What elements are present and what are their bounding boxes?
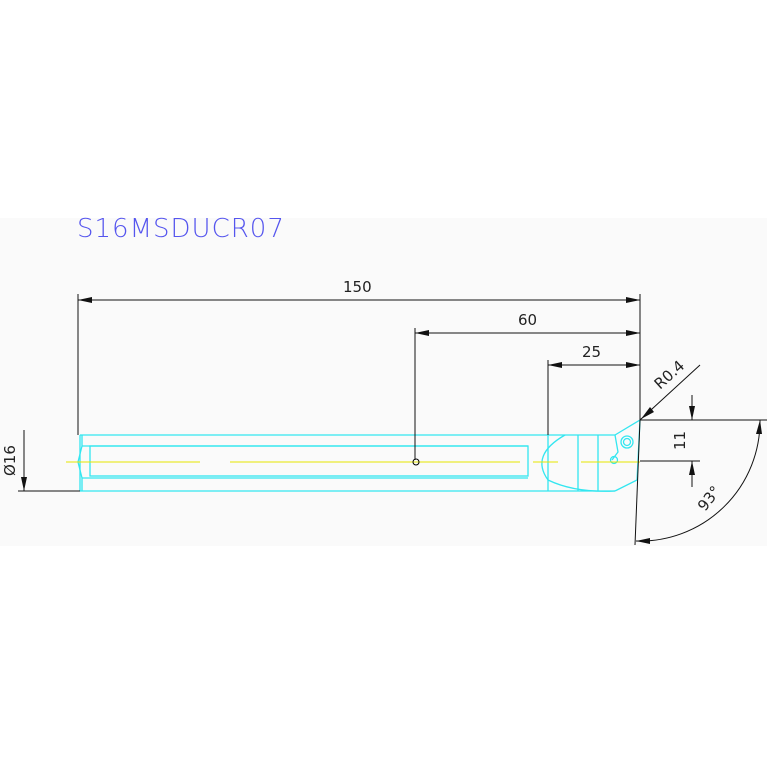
insert-screw-icon bbox=[620, 435, 634, 449]
dim-25: 25 bbox=[582, 343, 601, 361]
dim-150: 150 bbox=[343, 278, 372, 296]
dim-diameter: Ø16 bbox=[1, 445, 19, 476]
dim-60: 60 bbox=[518, 311, 537, 329]
clamp-slot bbox=[89, 445, 529, 477]
dimension-arrows bbox=[21, 297, 762, 544]
reference-point bbox=[412, 458, 420, 466]
dim-offset: 11 bbox=[671, 431, 689, 450]
tool-holder-outline bbox=[77, 418, 641, 492]
drawing-title: S16MSDUCR07 bbox=[77, 214, 285, 244]
